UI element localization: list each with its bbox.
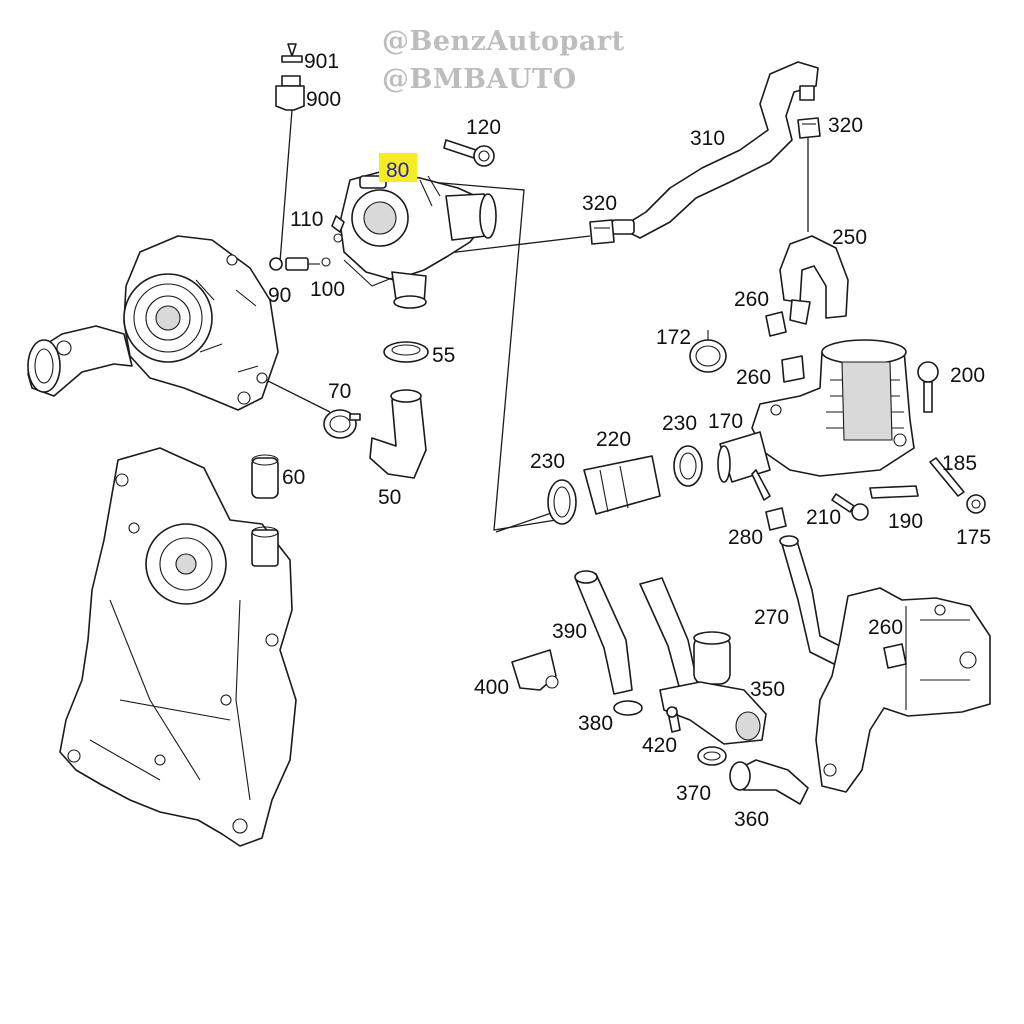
clip-260-a	[765, 299, 811, 337]
clamp-380	[613, 700, 643, 716]
label-260-b: 260	[736, 366, 771, 389]
label-260-c: 260	[868, 616, 903, 639]
oil-cooler-housing	[815, 587, 991, 793]
hose-310	[611, 61, 819, 239]
stud-185	[929, 457, 965, 497]
clip-260-c	[883, 643, 907, 669]
sensor-900-901	[275, 43, 305, 111]
label-350: 350	[750, 678, 785, 701]
leader-lines	[257, 109, 809, 533]
coolant-housing-170	[717, 339, 915, 501]
label-50: 50	[378, 486, 401, 509]
label-270: 270	[754, 606, 789, 629]
bolt-200	[917, 361, 939, 413]
label-230-right: 230	[662, 412, 697, 435]
label-120: 120	[466, 116, 501, 139]
ring-55	[383, 341, 429, 363]
clamp-230-left	[547, 479, 577, 525]
label-310: 310	[690, 127, 725, 150]
clip-260-b	[781, 355, 805, 383]
nut-175	[966, 494, 986, 514]
label-210: 210	[806, 506, 841, 529]
water-pump	[27, 235, 279, 411]
label-55: 55	[432, 344, 455, 367]
hose-390	[574, 570, 633, 695]
bracket-190	[869, 485, 919, 499]
part-labels: 901 900 120 80 310 320 320 110 90 100 25…	[268, 50, 991, 831]
hose-350-inlet	[639, 577, 699, 691]
label-90: 90	[268, 284, 291, 307]
label-901: 901	[304, 50, 339, 73]
label-200: 200	[950, 364, 985, 387]
bracket-400	[511, 649, 559, 691]
thermostat-housing-80	[339, 171, 497, 309]
bolt-210	[831, 493, 869, 521]
ring-172	[689, 330, 727, 373]
clip-320-upper	[797, 117, 821, 139]
label-400: 400	[474, 676, 509, 699]
hose-220	[583, 455, 661, 515]
label-420: 420	[642, 734, 677, 757]
bolt-120	[443, 139, 495, 167]
small-parts-90-100-110	[269, 215, 345, 271]
label-70: 70	[328, 380, 351, 403]
bolt-420	[666, 706, 681, 733]
label-260-a: 260	[734, 288, 769, 311]
label-220: 220	[596, 428, 631, 451]
label-230-left: 230	[530, 450, 565, 473]
label-320-upper: 320	[828, 114, 863, 137]
label-370: 370	[676, 782, 711, 805]
clamp-370	[697, 746, 727, 766]
watermark-bmbauto: @BMBAUTO	[382, 64, 577, 95]
hose-360	[729, 759, 809, 805]
label-60: 60	[282, 466, 305, 489]
hose-250	[779, 235, 849, 319]
label-250: 250	[832, 226, 867, 249]
hose-50	[369, 389, 427, 479]
clamp-230-right	[673, 445, 703, 487]
watermark-benzautopart: @BenzAutopart	[382, 26, 625, 57]
label-100: 100	[310, 278, 345, 301]
label-320-left: 320	[582, 192, 617, 215]
label-172: 172	[656, 326, 691, 349]
label-360: 360	[734, 808, 769, 831]
label-190: 190	[888, 510, 923, 533]
label-380: 380	[578, 712, 613, 735]
highlight-80	[379, 153, 417, 182]
label-390: 390	[552, 620, 587, 643]
pump-350	[659, 631, 767, 745]
clip-320-left	[589, 219, 615, 245]
label-175: 175	[956, 526, 991, 549]
label-280: 280	[728, 526, 763, 549]
clamp-70	[323, 409, 361, 439]
tube-60	[251, 454, 279, 499]
label-900: 900	[306, 88, 341, 111]
label-170: 170	[708, 410, 743, 433]
clip-280	[765, 507, 787, 531]
label-110: 110	[290, 208, 323, 231]
label-185: 185	[942, 452, 977, 475]
timing-cover	[59, 447, 297, 847]
label-80: 80	[386, 159, 409, 182]
